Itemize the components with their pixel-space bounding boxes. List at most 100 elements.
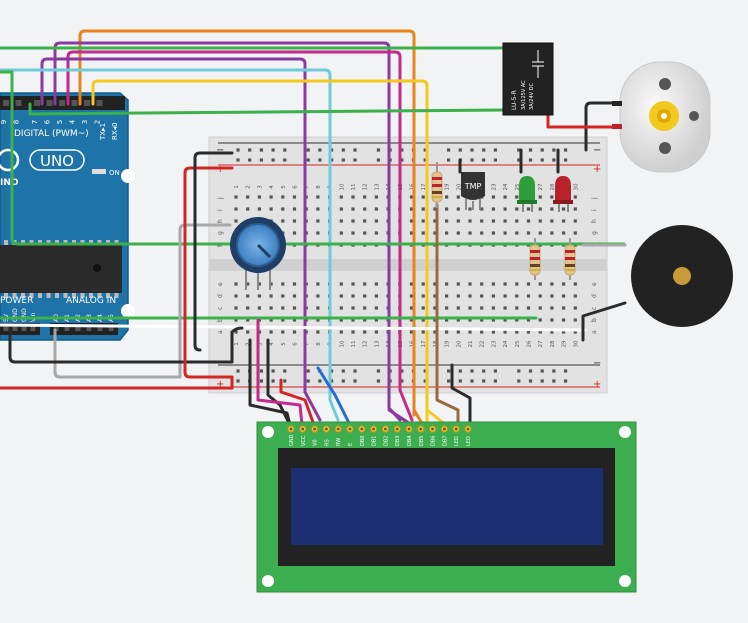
breadboard-hole[interactable] (351, 282, 355, 286)
analog-pin-hole[interactable] (64, 326, 70, 331)
breadboard-hole[interactable] (246, 294, 250, 298)
breadboard-hole[interactable] (515, 219, 519, 223)
breadboard-hole[interactable] (515, 207, 519, 211)
breadboard-hole[interactable] (445, 318, 449, 322)
breadboard-hole[interactable] (351, 306, 355, 310)
breadboard-hole[interactable] (269, 318, 273, 322)
breadboard-hole[interactable] (246, 282, 250, 286)
breadboard-hole[interactable] (433, 306, 437, 310)
breadboard-hole[interactable] (447, 379, 451, 383)
breadboard-hole[interactable] (234, 318, 238, 322)
breadboard-hole[interactable] (236, 369, 240, 373)
breadboard-hole[interactable] (491, 231, 495, 235)
breadboard-hole[interactable] (526, 231, 531, 235)
breadboard-hole[interactable] (538, 294, 542, 298)
breadboard-hole[interactable] (339, 294, 343, 298)
power-pin-hole[interactable] (21, 326, 27, 331)
breadboard-hole[interactable] (468, 231, 472, 235)
breadboard-hole[interactable] (353, 148, 357, 152)
breadboard-hole[interactable] (257, 282, 261, 286)
breadboard-hole[interactable] (376, 369, 380, 373)
breadboard-hole[interactable] (281, 207, 285, 211)
breadboard-hole[interactable] (316, 195, 320, 199)
breadboard-hole[interactable] (234, 282, 238, 286)
breadboard-hole[interactable] (517, 379, 521, 383)
breadboard-hole[interactable] (421, 207, 425, 211)
breadboard-hole[interactable] (316, 294, 320, 298)
breadboard-hole[interactable] (493, 369, 497, 373)
breadboard-hole[interactable] (330, 148, 334, 152)
breadboard-hole[interactable] (480, 294, 484, 298)
breadboard-hole[interactable] (480, 207, 484, 211)
breadboard-hole[interactable] (363, 306, 367, 310)
breadboard-hole[interactable] (234, 294, 238, 298)
breadboard-hole[interactable] (363, 195, 367, 199)
breadboard-hole[interactable] (493, 379, 497, 383)
breadboard-hole[interactable] (259, 158, 263, 162)
breadboard-hole[interactable] (526, 207, 531, 211)
breadboard-hole[interactable] (246, 330, 250, 334)
power-pin-hole[interactable] (30, 326, 36, 331)
breadboard-hole[interactable] (363, 318, 367, 322)
breadboard-hole[interactable] (257, 195, 261, 199)
breadboard-hole[interactable] (552, 158, 556, 162)
breadboard-hole[interactable] (363, 219, 367, 223)
breadboard-hole[interactable] (271, 158, 275, 162)
breadboard-hole[interactable] (409, 219, 414, 223)
breadboard-hole[interactable] (248, 158, 252, 162)
breadboard-hole[interactable] (564, 148, 568, 152)
breadboard-hole[interactable] (573, 231, 577, 235)
breadboard-hole[interactable] (482, 369, 486, 373)
breadboard-hole[interactable] (503, 330, 507, 334)
breadboard-hole[interactable] (480, 318, 484, 322)
breadboard-hole[interactable] (316, 219, 320, 223)
breadboard-hole[interactable] (283, 158, 287, 162)
breadboard-hole[interactable] (281, 294, 285, 298)
breadboard-hole[interactable] (330, 158, 334, 162)
breadboard-hole[interactable] (538, 207, 542, 211)
resistor-top[interactable] (431, 162, 443, 208)
breadboard-hole[interactable] (400, 379, 404, 383)
breadboard-hole[interactable] (515, 306, 519, 310)
breadboard-hole[interactable] (374, 195, 378, 199)
breadboard-hole[interactable] (470, 148, 474, 152)
breadboard-hole[interactable] (421, 231, 425, 235)
breadboard-hole[interactable] (480, 306, 484, 310)
breadboard-hole[interactable] (351, 318, 355, 322)
breadboard-hole[interactable] (470, 379, 474, 383)
piezo-buzzer[interactable] (631, 225, 733, 327)
breadboard-hole[interactable] (550, 330, 554, 334)
breadboard-hole[interactable] (540, 158, 544, 162)
breadboard-hole[interactable] (515, 282, 519, 286)
breadboard-hole[interactable] (339, 219, 343, 223)
breadboard-hole[interactable] (292, 207, 297, 211)
breadboard-hole[interactable] (269, 330, 273, 334)
breadboard-hole[interactable] (376, 148, 380, 152)
digital-pin-hole[interactable] (46, 100, 53, 106)
breadboard-hole[interactable] (433, 294, 437, 298)
breadboard-hole[interactable] (283, 369, 287, 373)
breadboard-hole[interactable] (423, 379, 427, 383)
breadboard-hole[interactable] (363, 231, 367, 235)
breadboard-hole[interactable] (271, 379, 275, 383)
breadboard-hole[interactable] (552, 379, 556, 383)
breadboard-hole[interactable] (573, 207, 577, 211)
digital-pin-hole[interactable] (59, 100, 65, 106)
breadboard-hole[interactable] (306, 148, 310, 152)
breadboard-hole[interactable] (363, 294, 367, 298)
breadboard-hole[interactable] (552, 369, 556, 373)
green-led[interactable] (517, 176, 537, 212)
breadboard-hole[interactable] (339, 231, 343, 235)
breadboard-hole[interactable] (550, 195, 554, 199)
breadboard-hole[interactable] (374, 330, 378, 334)
breadboard-hole[interactable] (538, 282, 542, 286)
breadboard-hole[interactable] (306, 369, 310, 373)
breadboard-hole[interactable] (573, 294, 577, 298)
breadboard-hole[interactable] (433, 282, 437, 286)
breadboard-hole[interactable] (421, 282, 425, 286)
breadboard-hole[interactable] (433, 207, 437, 211)
breadboard-hole[interactable] (433, 330, 437, 334)
breadboard-hole[interactable] (374, 207, 378, 211)
breadboard-hole[interactable] (573, 330, 577, 334)
breadboard-hole[interactable] (269, 282, 273, 286)
